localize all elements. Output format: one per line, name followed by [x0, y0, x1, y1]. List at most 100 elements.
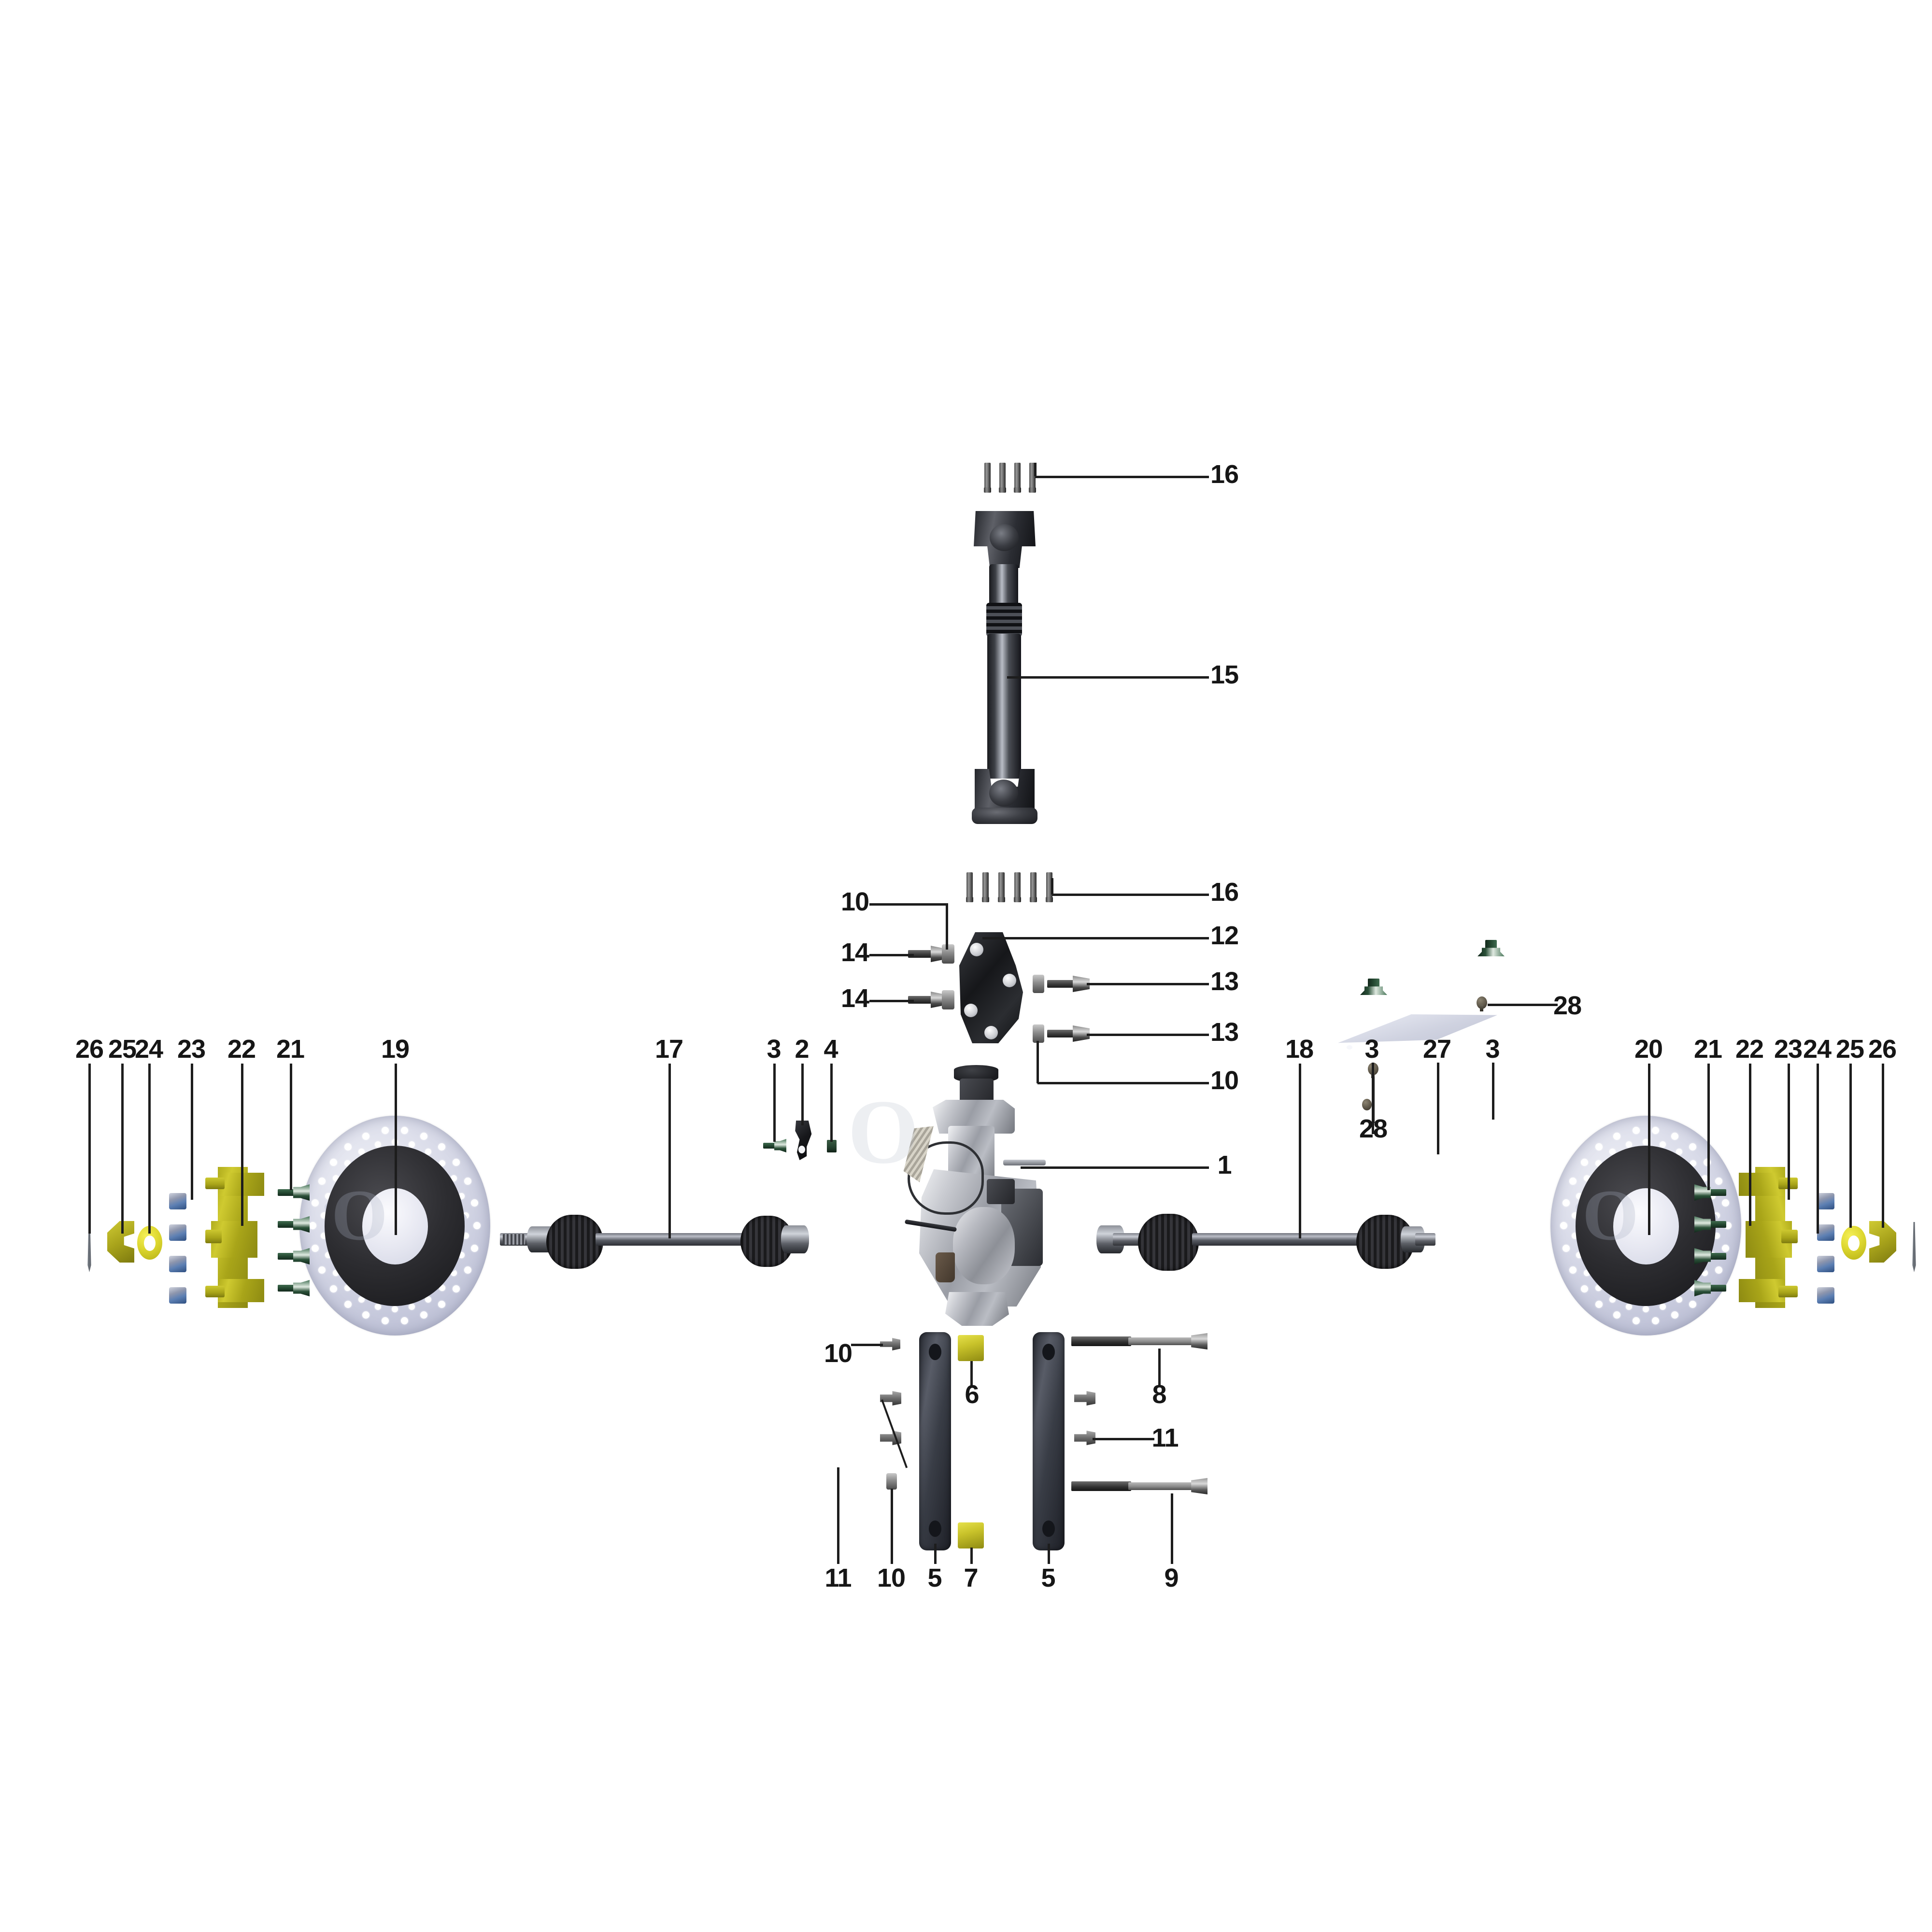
trailing-arm-5-right [1033, 1332, 1065, 1550]
flange-nut-8-head [1074, 1391, 1095, 1406]
cable-clip-4 [827, 1140, 837, 1152]
disc-vent-hole [1580, 1285, 1588, 1293]
callout-label-8: 8 [1152, 1380, 1166, 1409]
disc-vent-hole [362, 1311, 369, 1319]
disc-vent-hole [1671, 1311, 1679, 1319]
disc-vent-hole [358, 1148, 365, 1155]
callout-label-10-bot-a: 10 [824, 1339, 852, 1368]
mount-bracket-12 [956, 932, 1029, 1043]
callout-label-26-right: 26 [1868, 1035, 1897, 1064]
leader-5-left [934, 1544, 937, 1564]
diff-actuator-motor [987, 1179, 1015, 1204]
callout-label-25-left: 25 [108, 1035, 137, 1064]
bracket-2-hole [798, 1146, 805, 1153]
cotter-pin-26-left [87, 1222, 91, 1272]
leader-9-drop [1171, 1493, 1173, 1564]
flange-bolt-16-top-3 [1013, 463, 1022, 493]
sensor-harness-loop [908, 1141, 984, 1215]
disc-vent-hole [438, 1300, 445, 1308]
leader-2 [801, 1064, 804, 1125]
leader-13-lower [1087, 1034, 1209, 1036]
bracket-hole-top [970, 943, 983, 956]
disc-vent-hole [438, 1143, 445, 1151]
washer-bore [1848, 1236, 1860, 1251]
leader-23-right [1788, 1064, 1790, 1200]
disc-vent-hole [453, 1158, 460, 1166]
disc-vent-hole [420, 1132, 428, 1140]
cv-cap-inner-17 [781, 1225, 809, 1253]
disc-vent-hole [374, 1303, 381, 1310]
disc-vent-hole [381, 1317, 389, 1324]
disc-vent-hole [1676, 1296, 1682, 1303]
disc-vent-hole [1609, 1148, 1616, 1155]
rivet-28-right [1477, 996, 1487, 1009]
wheel-nut-23-l4 [169, 1287, 186, 1304]
disc-vent-hole [1595, 1143, 1603, 1151]
disc-bolt-21-r2 [1694, 1216, 1726, 1233]
callout-label-13-a: 13 [1210, 967, 1239, 996]
callout-label-7: 7 [964, 1563, 978, 1592]
flange-bolt-16-top-1 [983, 463, 992, 493]
disc-vent-hole [464, 1177, 471, 1185]
axle-nut-retainer-25-left [107, 1221, 134, 1263]
leader-11-mid [1093, 1438, 1154, 1440]
trailing-arm-5-left [919, 1332, 951, 1550]
leader-6 [970, 1361, 973, 1386]
flange-nut-10-arm-bottom [886, 1473, 897, 1490]
diff-lower-pan [945, 1292, 1009, 1326]
disc-vent-hole [1715, 1177, 1722, 1185]
arm-bushing-6 [958, 1335, 984, 1361]
disc-vent-hole [1632, 1127, 1640, 1135]
disc-vent-hole [1689, 1143, 1696, 1151]
disc-vent-hole [1609, 1296, 1616, 1303]
callout-label-27: 27 [1422, 1035, 1451, 1064]
disc-vent-hole [392, 1306, 398, 1312]
leader-10-left [869, 903, 948, 906]
leader-26-left [88, 1064, 91, 1234]
disc-vent-hole [1671, 1132, 1679, 1140]
hex-bolt-3-center [763, 1139, 786, 1152]
leader-26-right [1882, 1064, 1884, 1228]
driveshaft-main-tube [987, 634, 1021, 779]
callout-label-26-left: 26 [75, 1035, 104, 1064]
disc-vent-hole [374, 1141, 381, 1148]
flange-nut-10-arm-top [880, 1338, 900, 1350]
flange-bolt-16-mid-6 [1045, 872, 1053, 902]
disc-vent-hole [409, 1141, 415, 1148]
rivet-28-diagonal [1362, 1099, 1372, 1110]
disc-vent-hole [1569, 1177, 1577, 1185]
disc-bolt-21-r4 [1694, 1280, 1726, 1296]
disc-hub-bore-20 [1613, 1188, 1679, 1264]
callout-label-25-right: 25 [1835, 1035, 1864, 1064]
callout-label-23-right: 23 [1774, 1035, 1803, 1064]
callout-label-5-left: 5 [927, 1563, 942, 1592]
disc-vent-hole [362, 1132, 369, 1140]
leader-10-arm-top [851, 1344, 883, 1346]
driveshaft-lower-flange [972, 808, 1037, 824]
disc-vent-hole [1595, 1300, 1603, 1308]
disc-vent-hole [473, 1222, 481, 1229]
wheel-nut-23-l2 [169, 1224, 186, 1241]
hex-bolt-3-shield-right [1477, 940, 1505, 956]
leader-12 [982, 937, 1209, 939]
leader-18 [1299, 1064, 1301, 1238]
disc-vent-hole [1643, 1306, 1649, 1312]
disc-vent-hole [464, 1266, 471, 1274]
arm-bushing-7 [958, 1522, 984, 1548]
bracket-hole-bottom [984, 1026, 998, 1039]
flange-bolt-16-top-2 [998, 463, 1007, 493]
callout-label-6: 6 [965, 1380, 979, 1409]
disc-vent-hole [311, 1199, 319, 1207]
leader-13-upper [1087, 983, 1209, 985]
hub-stud-top [205, 1178, 225, 1189]
arm-eye-left-top [929, 1344, 941, 1360]
leader-10-left-drop [946, 903, 948, 950]
leader-16-top-tick [1034, 463, 1037, 476]
disc-vent-hole [329, 1285, 337, 1293]
flange-bolt-16-top-4 [1028, 463, 1037, 493]
callout-label-3-left-upper: 3 [1364, 1035, 1379, 1064]
wheel-nut-23-r4 [1817, 1287, 1834, 1304]
leader-23-left [191, 1064, 193, 1200]
disc-vent-hole [1613, 1311, 1620, 1319]
